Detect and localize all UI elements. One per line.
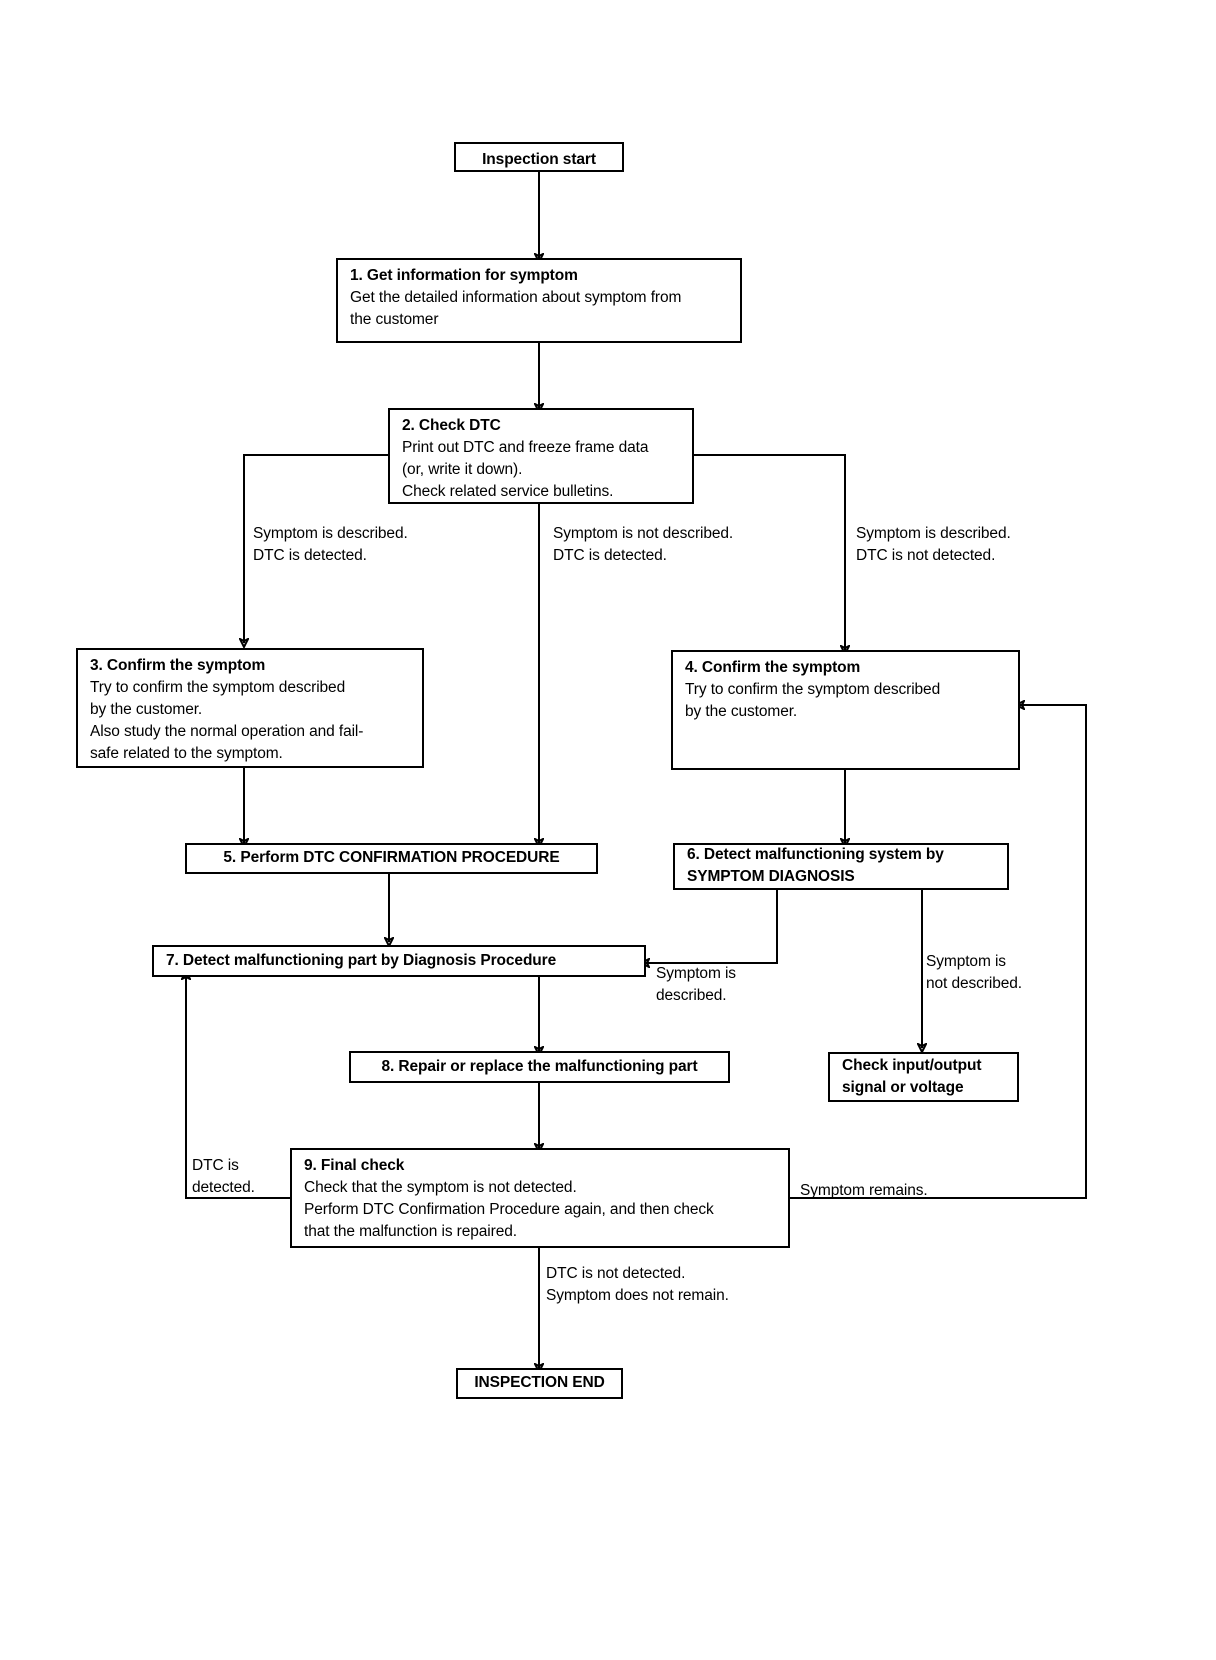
edge-label-symptom-remains: Symptom remains. bbox=[800, 1182, 928, 1199]
node-step-9-line-2: Perform DTC Confirmation Procedure again… bbox=[304, 1201, 714, 1218]
node-step-9[interactable]: 9. Final check Check that the symptom is… bbox=[290, 1148, 790, 1248]
node-step-8-title: 8. Repair or replace the malfunctioning … bbox=[381, 1057, 698, 1075]
node-step-2-line-3: Check related service bulletins. bbox=[402, 483, 614, 500]
node-step-3-title: 3. Confirm the symptom bbox=[90, 657, 266, 674]
node-step-4[interactable]: 4. Confirm the symptom Try to confirm th… bbox=[671, 650, 1020, 770]
node-step-3-line-3: Also study the normal operation and fail… bbox=[90, 723, 364, 740]
node-step-9-title: 9. Final check bbox=[304, 1157, 405, 1174]
edge-label-branch-right: Symptom is described. DTC is not detecte… bbox=[856, 525, 1011, 564]
node-step-7-title: 7. Detect malfunctioning part by Diagnos… bbox=[166, 951, 557, 969]
node-step-2-line-2: (or, write it down). bbox=[402, 461, 523, 478]
node-step-7[interactable]: 7. Detect malfunctioning part by Diagnos… bbox=[152, 945, 646, 977]
node-step-4-title: 4. Confirm the symptom bbox=[685, 659, 861, 676]
node-step-2-title: 2. Check DTC bbox=[402, 417, 501, 434]
node-step-6-line-1: 6. Detect malfunctioning system by bbox=[687, 846, 944, 863]
node-step-9-line-1: Check that the symptom is not detected. bbox=[304, 1179, 577, 1196]
node-step-1-title: 1. Get information for symptom bbox=[350, 267, 578, 284]
node-step-1-line-1: Get the detailed information about sympt… bbox=[350, 289, 682, 306]
node-check-input-output-line-2: signal or voltage bbox=[842, 1078, 964, 1096]
node-step-1[interactable]: 1. Get information for symptom Get the d… bbox=[336, 258, 742, 343]
node-step-3-line-1: Try to confirm the symptom described bbox=[90, 679, 346, 696]
edge-label-final-ok: DTC is not detected. Symptom does not re… bbox=[546, 1265, 729, 1304]
node-step-6-line-2: SYMPTOM DIAGNOSIS bbox=[687, 868, 855, 885]
edge-label-branch-left: Symptom is described. DTC is detected. bbox=[253, 525, 408, 564]
node-step-5[interactable]: 5. Perform DTC CONFIRMATION PROCEDURE bbox=[185, 843, 598, 874]
node-step-1-line-2: the customer bbox=[350, 311, 439, 328]
node-step-9-line-3: that the malfunction is repaired. bbox=[304, 1223, 517, 1240]
node-step-3-line-4: safe related to the symptom. bbox=[90, 745, 283, 762]
node-step-2-line-1: Print out DTC and freeze frame data bbox=[402, 439, 649, 456]
edge-label-symptom-not-described: Symptom is not described. bbox=[926, 953, 1022, 992]
node-step-8[interactable]: 8. Repair or replace the malfunctioning … bbox=[349, 1051, 730, 1083]
node-step-4-line-2: by the customer. bbox=[685, 703, 798, 720]
edge-label-branch-middle: Symptom is not described. DTC is detecte… bbox=[553, 525, 734, 564]
node-inspection-start-label: Inspection start bbox=[482, 151, 596, 168]
node-inspection-start[interactable]: Inspection start bbox=[454, 142, 624, 172]
node-step-2[interactable]: 2. Check DTC Print out DTC and freeze fr… bbox=[388, 408, 694, 504]
node-inspection-end-label: INSPECTION END bbox=[474, 1374, 605, 1391]
edge-label-symptom-described: Symptom is described. bbox=[656, 965, 736, 1004]
node-step-3[interactable]: 3. Confirm the symptom Try to confirm th… bbox=[76, 648, 424, 768]
node-check-input-output[interactable]: Check input/output signal or voltage bbox=[828, 1052, 1019, 1102]
node-check-input-output-line-1: Check input/output bbox=[842, 1056, 982, 1074]
node-inspection-end[interactable]: INSPECTION END bbox=[456, 1368, 623, 1399]
node-step-5-title: 5. Perform DTC CONFIRMATION PROCEDURE bbox=[223, 849, 560, 866]
node-step-6[interactable]: 6. Detect malfunctioning system by SYMPT… bbox=[673, 843, 1009, 890]
edge-label-dtc-is-detected: DTC is detected. bbox=[192, 1157, 255, 1196]
node-step-3-line-2: by the customer. bbox=[90, 701, 203, 718]
node-step-4-line-1: Try to confirm the symptom described bbox=[685, 681, 941, 698]
